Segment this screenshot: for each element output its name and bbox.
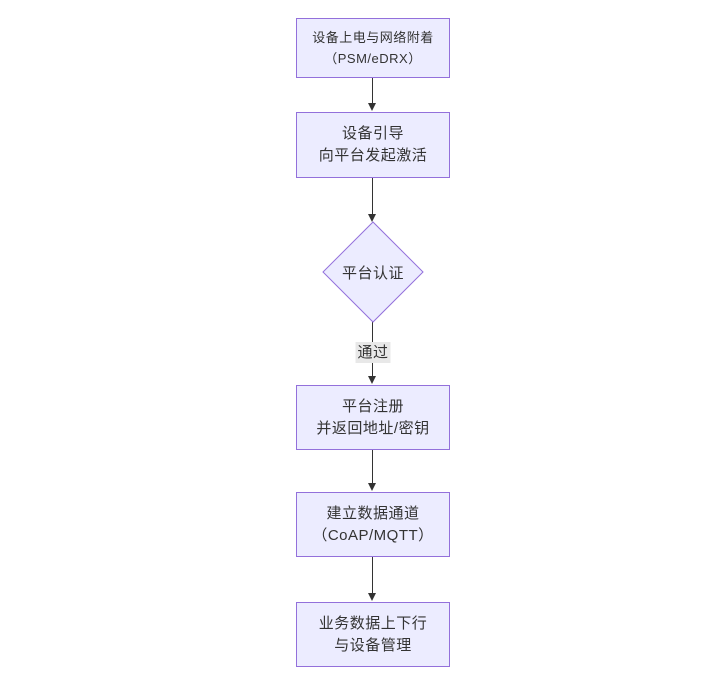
edge-line-2 bbox=[372, 178, 373, 214]
edge-line-4 bbox=[372, 450, 373, 483]
arrow-down-icon bbox=[368, 376, 376, 384]
arrow-down-icon bbox=[368, 483, 376, 491]
node-business: 业务数据上下行 与设备管理 bbox=[296, 602, 450, 667]
node-line: 设备引导 bbox=[341, 125, 404, 142]
edge-label-pass: 通过 bbox=[355, 342, 391, 363]
decision-label: 平台认证 bbox=[341, 264, 404, 282]
node-line: 与设备管理 bbox=[334, 636, 412, 654]
node-data-channel: 建立数据通道 （CoAP/MQTT） bbox=[296, 492, 450, 557]
node-line: 业务数据上下行 bbox=[318, 614, 428, 632]
node-bootstrap: 设备引导 向平台发起激活 bbox=[296, 112, 450, 178]
node-line: 建立数据通道 bbox=[326, 504, 420, 522]
node-line: （CoAP/MQTT） bbox=[312, 526, 434, 544]
node-line: 平台注册 bbox=[341, 397, 404, 415]
node-register: 平台注册 并返回地址/密钥 bbox=[296, 385, 450, 450]
node-line: 向平台发起激活 bbox=[318, 147, 428, 164]
edge-line-5 bbox=[372, 557, 373, 593]
node-line: （PSM/eDRX） bbox=[324, 51, 422, 66]
node-power-attach: 设备上电与网络附着 （PSM/eDRX） bbox=[296, 18, 450, 78]
node-platform-auth-decision: 平台认证 bbox=[322, 221, 424, 323]
node-line: 并返回地址/密钥 bbox=[316, 419, 430, 437]
node-line: 设备上电与网络附着 bbox=[312, 30, 434, 45]
edge-line-1 bbox=[372, 78, 373, 103]
arrow-down-icon bbox=[368, 593, 376, 601]
diamond-shape bbox=[322, 221, 424, 323]
arrow-down-icon bbox=[368, 103, 376, 111]
arrow-down-icon bbox=[368, 214, 376, 222]
